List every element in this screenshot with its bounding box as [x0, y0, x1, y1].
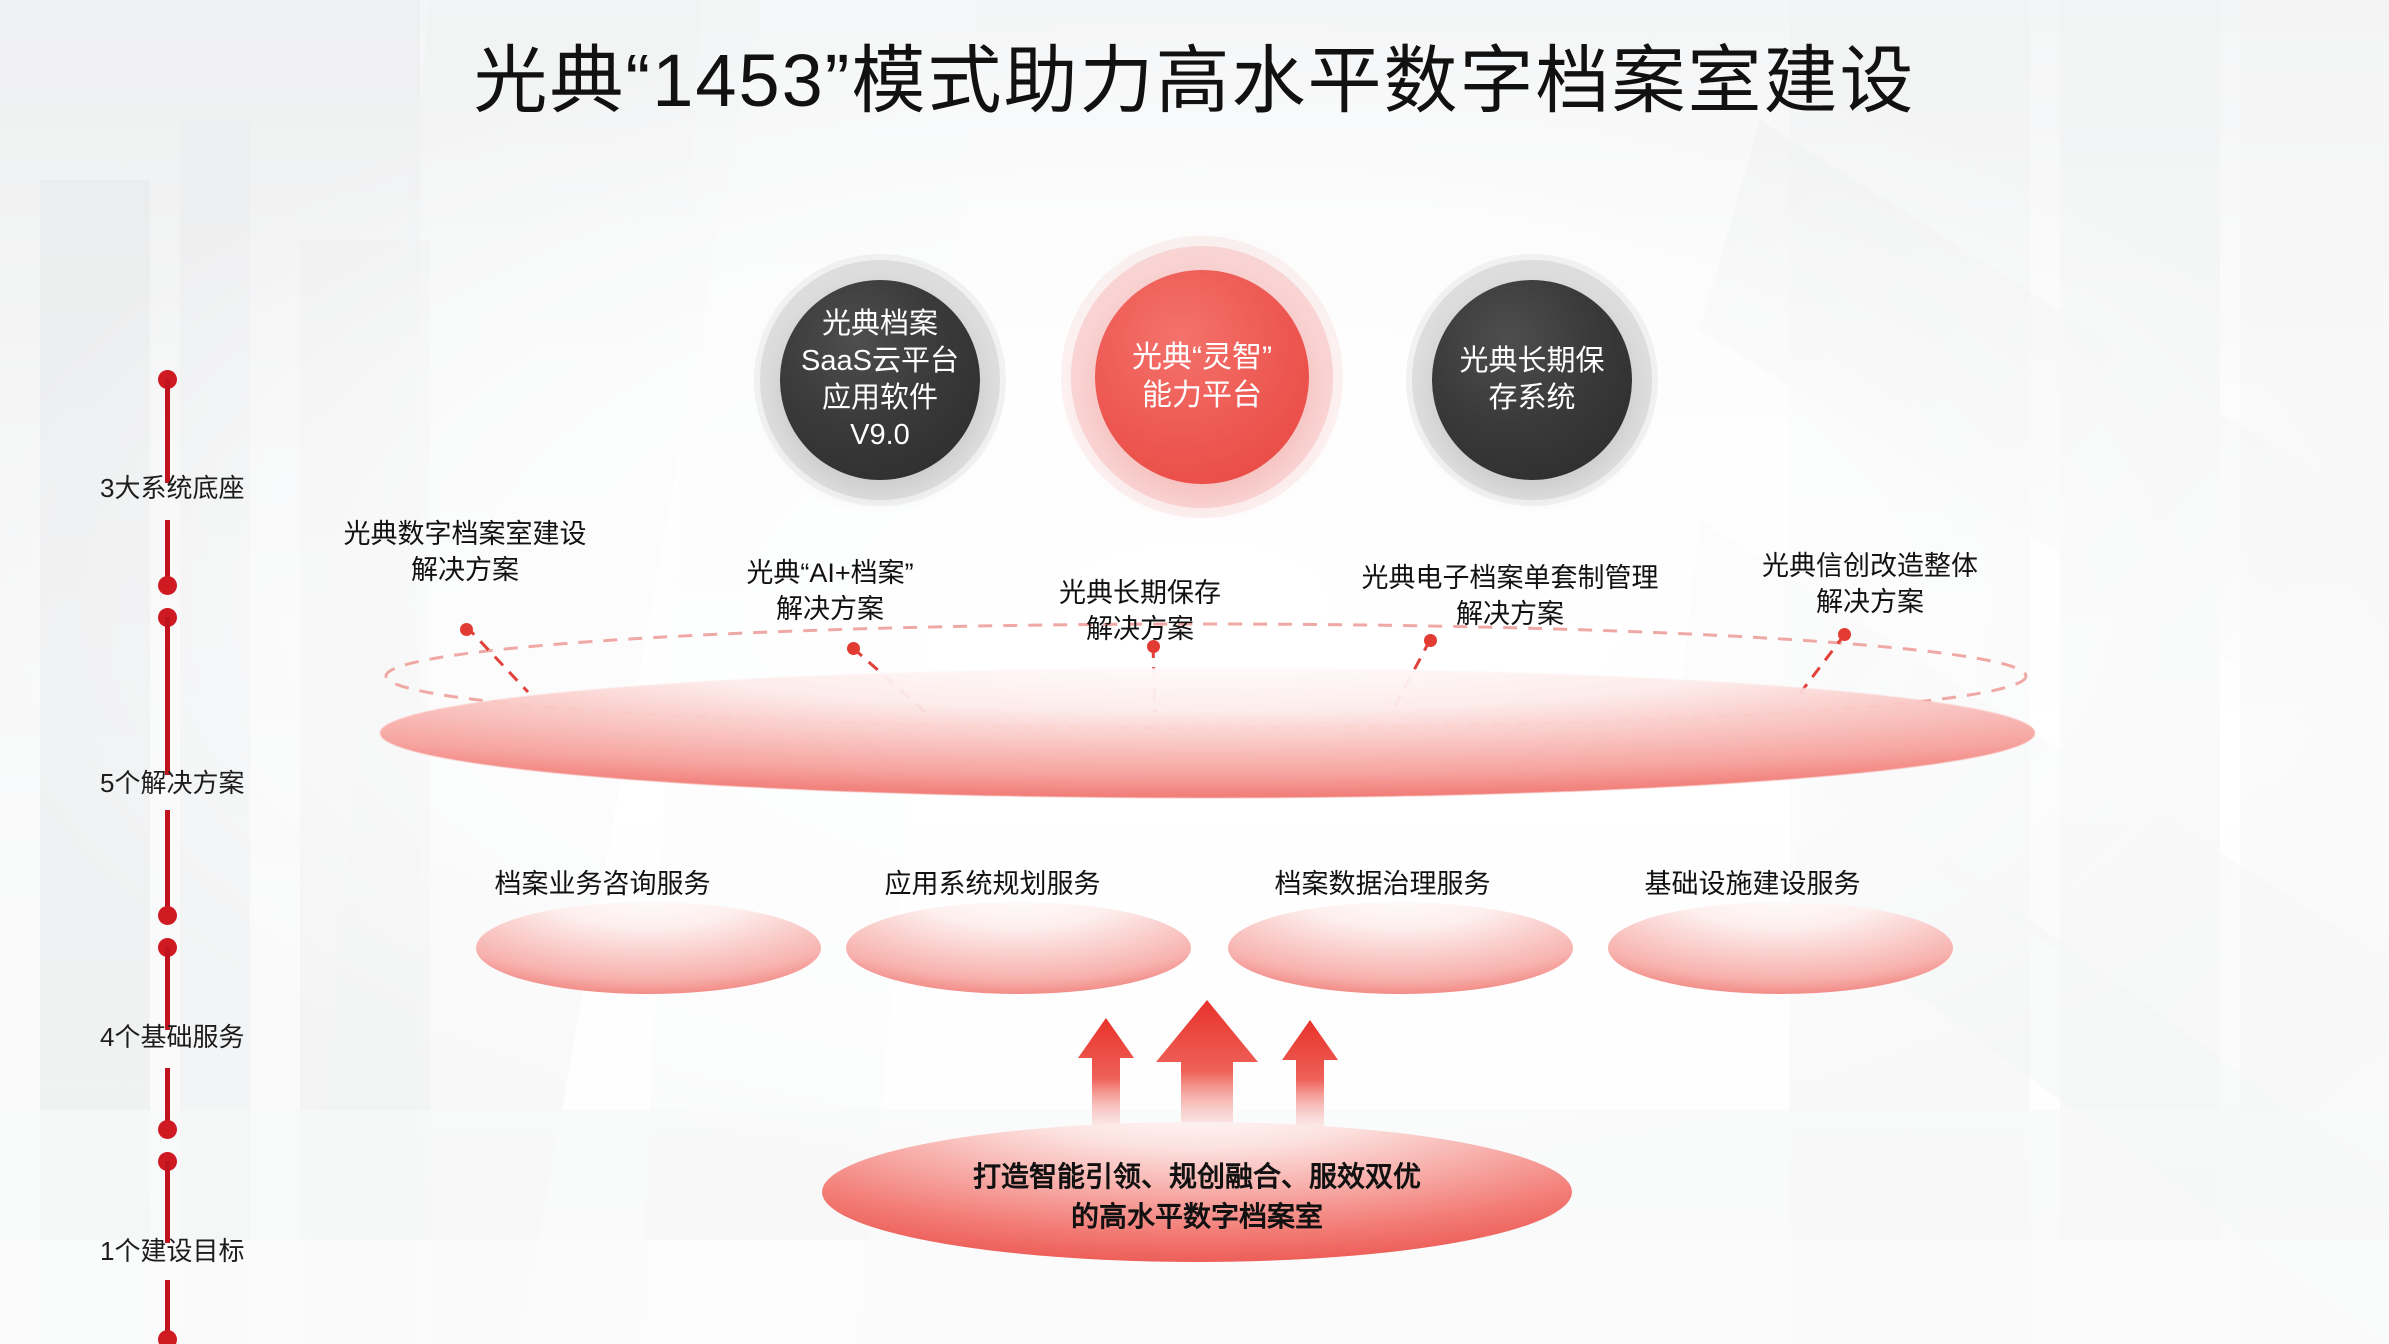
goal-text-line-1: 打造智能引领、规创融合、服效双优 — [972, 1161, 1421, 1192]
service-ellipse-1[interactable] — [476, 902, 821, 994]
arrow-large-center — [1156, 1000, 1258, 1158]
arrow-small-right — [1282, 1020, 1338, 1152]
system-circle-saas-line-1: 光典档案 — [821, 307, 938, 340]
goal-ellipse[interactable] — [822, 1122, 1572, 1262]
timeline-segment-4 — [165, 810, 170, 914]
system-circle-longterm-line-2: 存系统 — [1488, 382, 1576, 414]
solution-label-3: 光典长期保存 解决方案 — [1000, 575, 1280, 647]
system-circle-saas-line-2: SaaS云平台 — [801, 344, 959, 377]
system-circle-longterm[interactable]: 光典长期保 存系统 — [1432, 280, 1632, 480]
solution-label-4-line-2: 解决方案 — [1456, 599, 1564, 630]
service-label-3: 档案数据治理服务 — [1274, 869, 1491, 899]
solution-label-2: 光典“AI+档案” 解决方案 — [690, 555, 970, 627]
solution-label-3-line-2: 解决方案 — [1086, 614, 1194, 645]
solution-dot-3 — [1147, 640, 1160, 653]
system-circle-lingzhi-line-1: 光典“灵智” — [1132, 340, 1272, 374]
timeline-label-systems: 3大系统底座 — [100, 473, 245, 503]
solution-dot-5 — [1838, 628, 1851, 641]
service-label-1: 档案业务咨询服务 — [494, 869, 711, 899]
timeline-label-goal: 1个建设目标 — [100, 1236, 245, 1266]
timeline-segment-1 — [165, 379, 170, 483]
service-ellipse-3[interactable] — [1228, 902, 1573, 994]
system-circle-lingzhi-line-2: 能力平台 — [1141, 379, 1262, 412]
solution-dot-2 — [847, 642, 860, 655]
solution-label-4: 光典电子档案单套制管理 解决方案 — [1300, 560, 1720, 632]
solution-label-2-line-1: 光典“AI+档案” — [746, 558, 914, 588]
system-circle-saas-line-4: V9.0 — [850, 419, 910, 452]
service-label-2: 应用系统规划服务 — [884, 869, 1101, 899]
solution-label-5-line-1: 光典信创改造整体 — [1762, 551, 1978, 581]
solutions-ellipse — [380, 668, 2035, 798]
timeline-segment-8 — [165, 1280, 170, 1335]
timeline-segment-3 — [165, 617, 170, 775]
solutions-connector-1 — [464, 624, 530, 694]
page-title: 光典“1453”模式助力高水平数字档案室建设 — [473, 39, 1916, 122]
system-circle-saas-line-3: 应用软件 — [821, 382, 938, 414]
timeline-segment-6 — [165, 1068, 170, 1128]
goal-text: 打造智能引领、规创融合、服效双优 的高水平数字档案室 — [822, 1157, 1572, 1237]
timeline-dot-6 — [158, 1120, 177, 1139]
service-ellipse-4[interactable] — [1608, 902, 1953, 994]
timeline-segment-7 — [165, 1161, 170, 1243]
timeline-segment-5 — [165, 947, 170, 1030]
timeline-dot-4 — [158, 906, 177, 925]
solution-label-5: 光典信创改造整体 解决方案 — [1700, 548, 2040, 620]
system-circle-saas[interactable]: 光典档案 SaaS云平台 应用软件 V9.0 — [780, 280, 980, 480]
solution-label-5-line-2: 解决方案 — [1816, 587, 1924, 618]
system-circle-lingzhi[interactable]: 光典“灵智” 能力平台 — [1095, 270, 1309, 484]
solution-label-2-line-2: 解决方案 — [776, 594, 884, 625]
solution-label-4-line-1: 光典电子档案单套制管理 — [1361, 563, 1659, 593]
solution-dot-1 — [460, 623, 473, 636]
service-ellipse-2[interactable] — [846, 902, 1191, 994]
solutions-connector-3 — [1151, 645, 1157, 713]
timeline-label-services: 4个基础服务 — [100, 1022, 245, 1052]
timeline-dot-2 — [158, 576, 177, 595]
solution-label-3-line-1: 光典长期保存 — [1059, 578, 1221, 608]
solutions-connector-5 — [1796, 633, 1847, 697]
service-label-4: 基础设施建设服务 — [1644, 869, 1861, 899]
solution-label-1-line-1: 光典数字档案室建设 — [343, 519, 587, 549]
solution-dot-4 — [1424, 634, 1437, 647]
timeline-segment-2 — [165, 520, 170, 585]
timeline-dot-8 — [158, 1330, 177, 1344]
upward-arrow-group — [1078, 1000, 1338, 1158]
goal-text-line-2: 的高水平数字档案室 — [1070, 1200, 1323, 1232]
arrow-small-left — [1078, 1018, 1134, 1152]
timeline-axis: 3大系统底座 5个解决方案 4个基础服务 1个建设目标 — [100, 370, 382, 1344]
timeline-label-solutions: 5个解决方案 — [100, 768, 245, 798]
solution-label-1: 光典数字档案室建设 解决方案 — [300, 516, 630, 588]
system-circle-longterm-line-1: 光典长期保 — [1459, 344, 1605, 377]
solution-label-1-line-2: 解决方案 — [411, 555, 519, 586]
